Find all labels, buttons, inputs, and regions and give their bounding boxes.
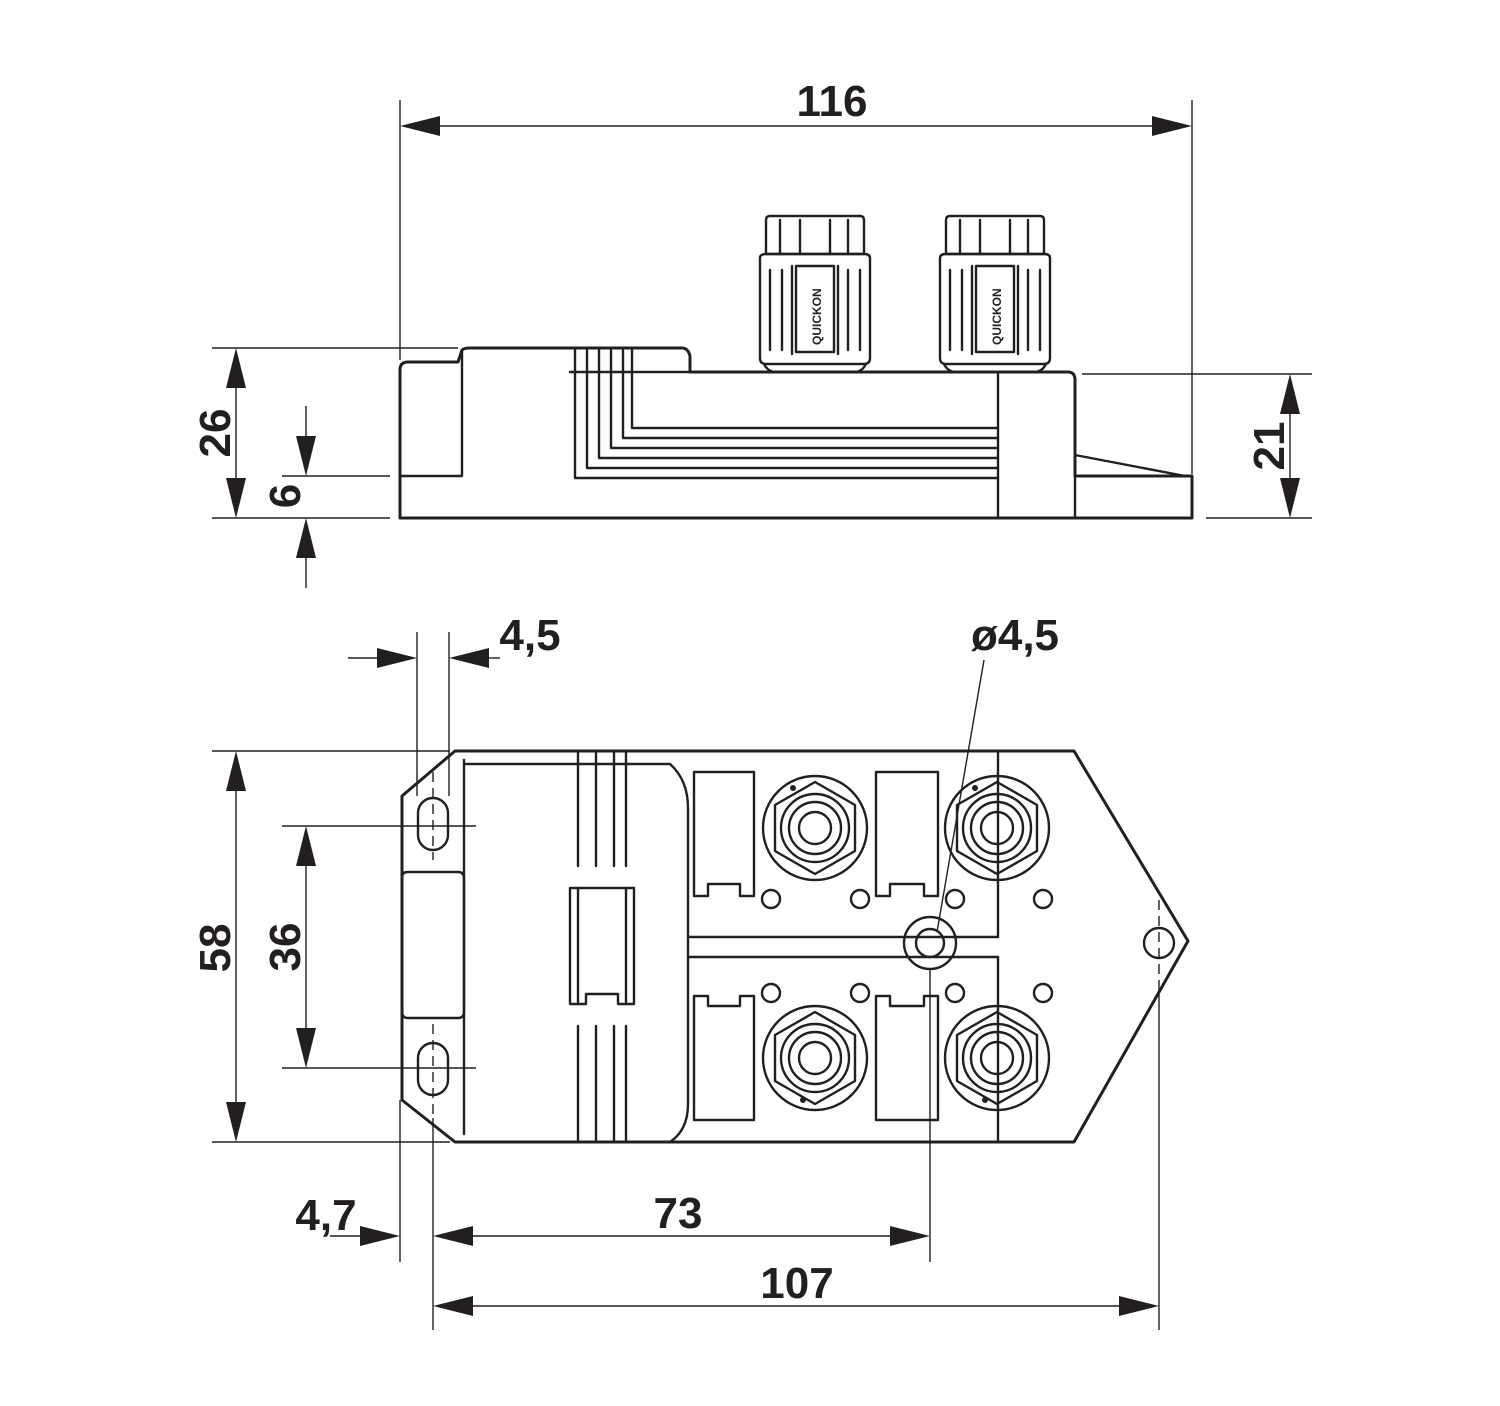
socket-bottom-left [761, 1004, 869, 1112]
dim-label-4-5: 4,5 [499, 611, 560, 660]
dimension-hole-spacing: 36 [261, 825, 476, 1069]
dim-label-116: 116 [797, 77, 868, 126]
left-flange [400, 870, 466, 1020]
dimension-hole-diameter: ø4,5 [936, 611, 1059, 933]
ramp-line [1073, 453, 1187, 478]
label-windows [692, 770, 940, 1122]
dim-label-4-7: 4,7 [295, 1191, 356, 1240]
dim-label-6: 6 [261, 484, 310, 508]
dimension-base-height: 6 [261, 406, 390, 588]
dim-label-107: 107 [760, 1259, 833, 1308]
housing-outline [398, 346, 1194, 520]
dim-label-58: 58 [191, 924, 240, 973]
left-cap [398, 348, 464, 478]
socket-bottom-right [943, 1004, 1051, 1112]
center-hole-boss [902, 915, 958, 971]
dimension-hole-offset: 4,7 [295, 1191, 400, 1246]
dimension-overall-height: 26 [191, 347, 458, 519]
dimension-body-height: 21 [1082, 373, 1312, 519]
rib-lines [568, 749, 636, 1144]
side-view: QUICKON QUICKON 116 [191, 77, 1312, 588]
mounting-slot-bottom [416, 1041, 450, 1097]
channel [686, 935, 1000, 959]
dimension-overall-width: 58 [191, 750, 450, 1143]
center-hole [914, 927, 946, 959]
dim-label-36: 36 [261, 923, 310, 972]
connector-brand-label: QUICKON [990, 288, 1004, 345]
dimension-slot-width: 4,5 [348, 611, 561, 796]
socket-top-right [943, 774, 1051, 882]
dim-label-26: 26 [191, 409, 240, 458]
dimension-hole-to-hole: 107 [433, 1259, 1159, 1316]
connector-right: QUICKON [938, 214, 1052, 374]
dim-label-diameter: ø4,5 [971, 611, 1059, 660]
top-view: 4,5 ø4,5 58 36 [191, 611, 1190, 1330]
small-holes [760, 888, 1054, 1004]
dimension-center-hole: 73 [433, 1189, 930, 1246]
label-field [462, 762, 690, 1144]
housing-top-outline [400, 749, 1190, 1144]
dim-label-73: 73 [654, 1189, 703, 1238]
connector-left: QUICKON [758, 214, 872, 374]
dimension-overall-length: 116 [399, 77, 1193, 474]
dim-label-21: 21 [1245, 422, 1294, 471]
socket-top-left [761, 774, 869, 882]
connector-brand-label: QUICKON [810, 288, 824, 345]
cable-guides [568, 348, 1000, 480]
